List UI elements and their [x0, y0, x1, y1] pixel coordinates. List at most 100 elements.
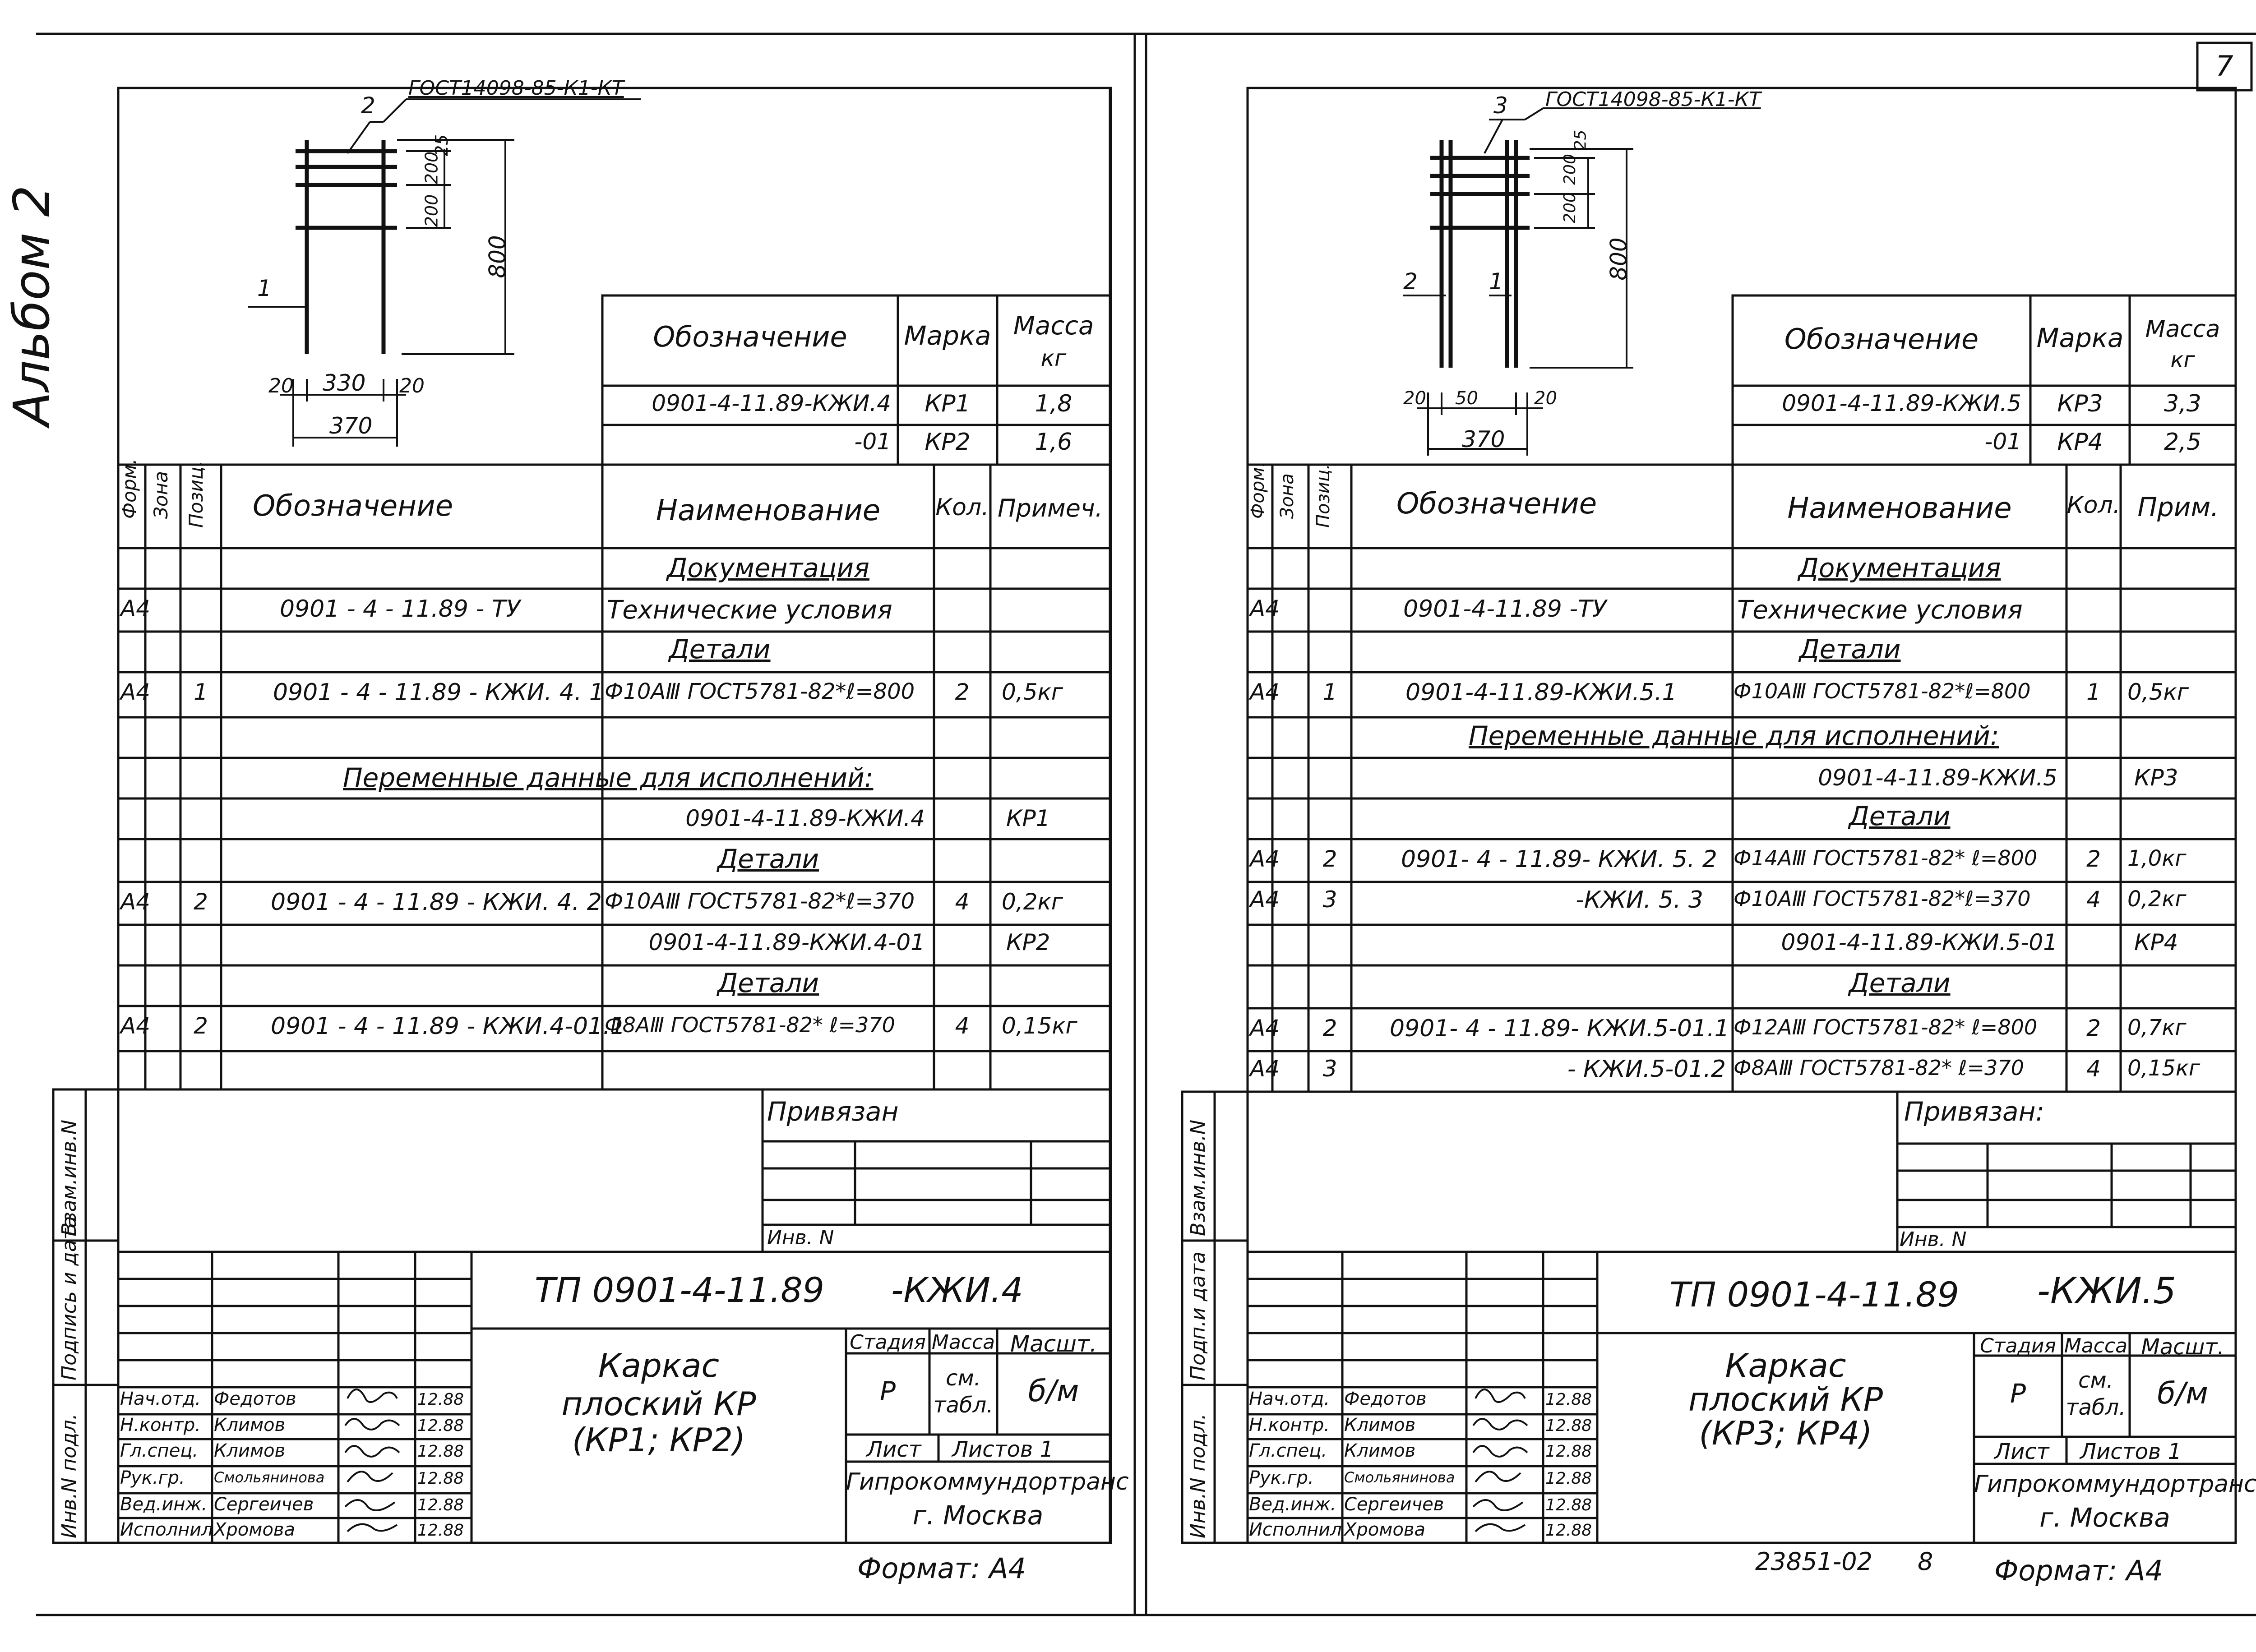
right-mass-row2-mark: КР4 [2057, 429, 2103, 456]
right-spec-r12-qty: 4 [2086, 1056, 2101, 1082]
right-mass-row2-mass: 2,5 [2164, 429, 2201, 456]
right-sheets-label: Листов 1 [2080, 1439, 2182, 1464]
left-dim-370: 370 [329, 413, 373, 439]
left-mass-h-unit: кг [1040, 345, 1067, 371]
right-mass-row1-mark: КР3 [2057, 390, 2103, 417]
left-spec-r11-pos: 2 [194, 1013, 208, 1039]
right-spec-h-pos: Позиц. [1313, 464, 1334, 528]
right-spec-r12-fmt: А4 [1250, 1056, 1280, 1082]
right-spec-section-details3: Детали [1849, 968, 1951, 998]
right-stamp-page: 8 [1918, 1547, 1933, 1576]
left-spec-r1-name: Технические условия [607, 595, 892, 625]
right-spec-r7-note: 1,0кг [2127, 846, 2187, 871]
left-mass-row2-mass: 1,6 [1035, 429, 1073, 456]
right-signer-date: 12.88 [1545, 1469, 1592, 1488]
right-spec-h-name: Наименование [1787, 492, 2012, 525]
left-mass-row2-des: -01 [854, 429, 891, 455]
left-dim-20r: 20 [399, 374, 425, 397]
left-signer-date: 12.88 [417, 1417, 464, 1435]
right-spec-r8-note: 0,2кг [2127, 886, 2187, 912]
signature-scribbles [344, 1389, 1528, 1532]
right-signer-name: Климов [1344, 1415, 1416, 1435]
left-spec-h-zone: Зона [150, 471, 172, 519]
right-side-label-3: Инв.N подл. [1187, 1413, 1210, 1538]
right-stamp-number: 23851-02 [1755, 1547, 1872, 1576]
left-spec-r1-des: 0901 - 4 - 11.89 - ТУ [280, 595, 521, 623]
right-spec-r9-note: КР4 [2134, 929, 2178, 955]
left-signer-role: Исполнил [120, 1519, 213, 1540]
right-spec-r8-des: -КЖИ. 5. 3 [1576, 886, 1703, 914]
right-signer-date: 12.88 [1545, 1390, 1592, 1409]
album-label: Альбом 2 [3, 185, 60, 426]
left-signer-date: 12.88 [417, 1521, 464, 1540]
right-spec-r9-name: 0901-4-11.89-КЖИ.5-01 [1781, 929, 2057, 955]
left-spec-r11-des: 0901 - 4 - 11.89 - КЖИ.4-01.1 [271, 1013, 625, 1040]
right-dim-20r: 20 [1534, 388, 1557, 409]
right-h-mass: Масса [2064, 1334, 2128, 1357]
left-drawing-code-suffix: -КЖИ.4 [891, 1270, 1023, 1310]
right-signer-role: Гл.спец. [1249, 1440, 1327, 1461]
left-mass-row2-mark: КР2 [925, 429, 971, 456]
right-spec-variable-data: Переменные данные для исполнений: [1469, 720, 1999, 751]
right-spec-r1-name: Технические условия [1737, 595, 2023, 625]
right-pos-1: 1 [1489, 268, 1503, 295]
right-spec-r11-note: 0,7кг [2127, 1015, 2187, 1040]
right-spec-r12-pos: 3 [1322, 1056, 1337, 1082]
left-spec-r8-pos: 2 [194, 889, 208, 915]
left-spec-h-designation: Обозначение [253, 489, 453, 523]
left-format-label: Формат: А4 [857, 1552, 1026, 1585]
right-title-line1: Каркас [1725, 1347, 1846, 1384]
right-format-label: Формат: А4 [1994, 1554, 2163, 1587]
right-spec-h-format: Форм. [1248, 461, 1268, 519]
right-spec-r7-des: 0901- 4 - 11.89- КЖИ. 5. 2 [1401, 846, 1717, 873]
left-spec-r3-pos: 1 [194, 679, 208, 705]
right-h-scale: Масшт. [2141, 1334, 2224, 1360]
right-mass-h-mass: Масса [2145, 316, 2220, 343]
right-spec-r5-note: КР3 [2134, 765, 2178, 791]
left-signer-role: Нач.отд. [120, 1389, 201, 1409]
left-spec-r9-note: КР2 [1006, 929, 1050, 955]
right-pos-3: 3 [1493, 92, 1508, 119]
right-mass-h-mark: Марка [2036, 323, 2124, 353]
left-h-stage: Стадия [850, 1331, 926, 1354]
left-mass-row1-mass: 1,8 [1035, 390, 1073, 417]
left-signer-role: Рук.гр. [120, 1467, 185, 1488]
left-signer-name: Сергеичев [214, 1494, 314, 1515]
right-signer-role: Исполнил [1249, 1519, 1342, 1540]
left-signer-name: Климов [214, 1415, 286, 1435]
right-scale-value: б/м [2157, 1376, 2208, 1411]
left-sheets-label: Листов 1 [952, 1437, 1054, 1462]
left-spec-r3-name: Ф10АⅢ ГОСТ5781-82*ℓ=800 [605, 679, 915, 704]
right-signer-name: Федотов [1344, 1389, 1427, 1409]
right-pos-2: 2 [1403, 268, 1418, 295]
left-pos-1: 1 [257, 275, 272, 301]
left-h-scale: Масшт. [1010, 1331, 1097, 1357]
left-side-label-3: Инв.N подл. [58, 1413, 81, 1538]
right-spec-r7-qty: 2 [2086, 846, 2101, 872]
right-dim-20l: 20 [1403, 388, 1426, 409]
left-spec-h-qty: Кол. [935, 494, 989, 521]
right-spec-r8-fmt: А4 [1250, 886, 1280, 913]
right-stage: Р [2010, 1378, 2026, 1409]
left-signer-date: 12.88 [417, 1390, 464, 1409]
right-spec-r3-fmt: А4 [1250, 679, 1280, 705]
left-mass-row1-mark: КР1 [925, 390, 971, 417]
left-spec-h-format: Форм. [118, 458, 140, 519]
right-spec-h-designation: Обозначение [1396, 487, 1597, 521]
right-inv-label: Инв. N [1900, 1228, 1967, 1251]
right-frame-drawing [1403, 107, 1737, 456]
right-spec-section-details1: Детали [1799, 634, 1901, 664]
left-spec-section-details2: Детали [717, 844, 819, 874]
left-spec-r6-note: КР1 [1006, 805, 1050, 831]
right-side-label-2: Подп.и дата [1187, 1251, 1210, 1380]
right-drawing-code: ТП 0901-4-11.89 [1669, 1274, 1959, 1315]
right-mass-h-unit: кг [2170, 347, 2195, 373]
right-spec-h-qty: Кол. [2066, 492, 2121, 519]
left-mass-row1-des: 0901-4-11.89-КЖИ.4 [652, 390, 891, 416]
left-spec-h-name: Наименование [656, 494, 881, 527]
right-spec-r3-note: 0,5кг [2127, 679, 2189, 705]
right-dim-370: 370 [1462, 426, 1505, 452]
right-signer-role: Вед.инж. [1249, 1494, 1336, 1515]
left-signer-name: Смольянинова [214, 1469, 325, 1486]
left-spec-r6-name: 0901-4-11.89-КЖИ.4 [685, 805, 925, 831]
